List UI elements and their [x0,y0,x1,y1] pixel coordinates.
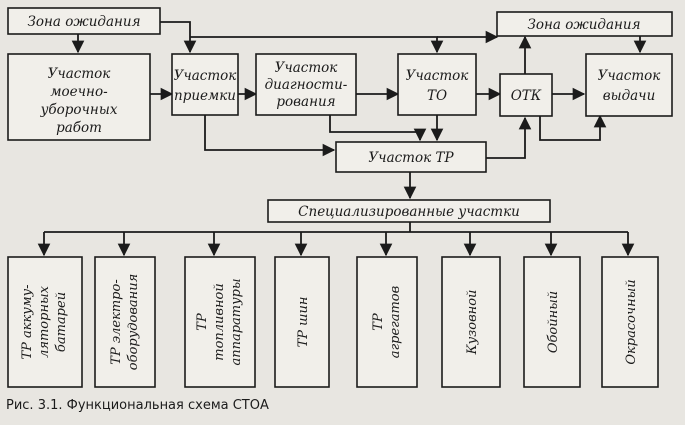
edge-line-to-tr [204,115,336,157]
node-specialized: Специализированные участки [267,199,551,223]
label-ws1-1: ТР аккуму- [20,284,35,359]
edge-tr-to-otk [486,116,532,159]
label-wash-2: моечно- [50,84,108,100]
label-ws8-1: Окрасочный [624,279,639,364]
node-wait-zone-left: Зона ожидания [7,7,161,35]
label-ws3-1: ТР [195,313,210,331]
figure-caption: Рис. 3.1. Функциональная схема СТОА [6,398,269,413]
workshop-3: ТР топливной аппаратуры [184,256,256,388]
label-ws5-2: агрегатов [388,286,403,358]
edge-wait-to-reception [160,21,197,54]
node-wash-area: Участок моечно- уборочных работ [7,53,151,141]
node-to-area: Участок ТО [397,53,477,116]
label-wash-4: работ [56,120,102,136]
label-wait-zone-left: Зона ожидания [27,14,140,30]
label-wash-3: уборочных [40,102,118,118]
label-delivery-1: Участок [598,68,662,84]
label-wash-1: Участок [48,66,112,82]
label-ws4-1: ТР шин [296,297,311,348]
label-wait-zone-right: Зона ожидания [527,17,640,33]
label-ws1-3: батарей [54,292,69,352]
label-diag-1: Участок [275,60,339,76]
edge-otk-to-delivery-bottom [539,114,607,141]
label-delivery-2: выдачи [603,88,656,104]
label-to-1: Участок [406,68,470,84]
workshop-7: Обойный [523,256,581,388]
workshop-1: ТР аккуму- ляторных батарей [7,256,83,388]
edge-diag-to-tr [329,115,427,142]
label-ws2-2: оборудования [126,274,141,370]
label-tr-area: Участок ТР [368,150,454,166]
label-diag-3: рования [276,94,335,110]
node-diagnostics: Участок диагности- рования [255,53,357,116]
label-ws3-3: аппаратуры [229,278,244,365]
label-to-2: ТО [427,88,447,104]
workshop-4: ТР шин [274,256,330,388]
workshop-2: ТР электро- оборудования [94,256,156,388]
label-ws6-1: Кузовной [465,290,480,356]
label-otk: ОТК [511,88,542,104]
workshop-6: Кузовной [441,256,501,388]
label-ws3-2: топливной [212,283,227,361]
label-ws2-1: ТР электро- [109,279,124,364]
label-reception-2: приемки [174,88,236,104]
workshop-5: ТР агрегатов [356,256,418,388]
edge-reception-to-to-top [190,36,444,54]
label-ws1-2: ляторных [37,285,52,358]
node-tr-area: Участок ТР [335,141,487,173]
node-delivery: Участок выдачи [585,53,673,117]
label-reception-1: Участок [174,68,238,84]
node-wait-zone-right: Зона ожидания [496,11,673,37]
label-diag-2: диагности- [265,77,348,93]
label-ws5-1: ТР [371,313,386,331]
node-otk: ОТК [499,73,553,117]
label-ws7-1: Обойный [546,291,561,353]
workshop-8: Окрасочный [601,256,659,388]
node-reception: Участок приемки [171,53,239,116]
edges [37,21,647,257]
label-specialized: Специализированные участки [298,204,520,220]
